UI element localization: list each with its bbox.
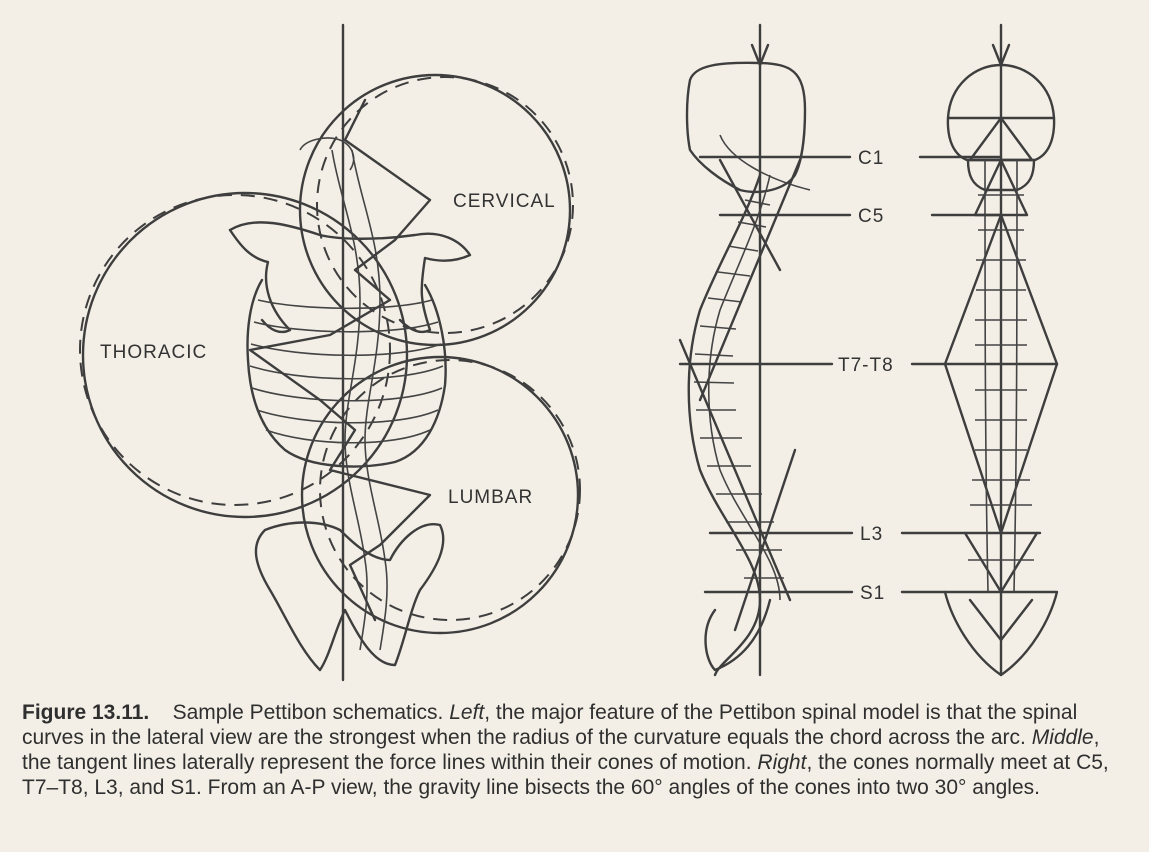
thoracic-circle (81, 191, 409, 519)
label-c5: C5 (858, 206, 884, 227)
caption-right: Right (757, 751, 807, 774)
vertebral-column (331, 149, 388, 651)
tangent-line-upper (698, 158, 802, 402)
caption-part4: , the cones normally meet at C5, T7–T8, … (22, 751, 1109, 799)
lumbar-circle (300, 355, 580, 635)
label-s1: S1 (860, 583, 885, 604)
caption-part2: , the major feature of the Pettibon spin… (22, 701, 1078, 749)
caption-figure-number: Figure 13.11. (22, 701, 150, 724)
caption-left: Left (449, 701, 485, 724)
lateral-skull (685, 61, 807, 194)
cervical-dashed-circle (316, 76, 574, 334)
label-c1: C1 (858, 148, 884, 169)
middle-panel-lateral-spine (678, 23, 854, 677)
middle-gravity-arrow (750, 43, 770, 67)
tangent-line-thoracic (678, 338, 792, 602)
lateral-vertebrae (687, 173, 784, 677)
lumbar-dashed-circle (319, 359, 581, 621)
caption-part1: Sample Pettibon schematics. (172, 701, 444, 724)
right-panel-ap-view (900, 23, 1059, 677)
label-thoracic: THORACIC (100, 342, 207, 363)
label-t7t8: T7-T8 (838, 355, 894, 376)
thoracic-dashed-circle (79, 194, 391, 506)
cervical-circle (298, 73, 572, 347)
ap-jaw (966, 158, 1036, 192)
label-cervical: CERVICAL (453, 191, 556, 212)
ap-sacrum-cone (943, 590, 1059, 677)
torso-skeleton (228, 98, 472, 672)
label-lumbar: LUMBAR (448, 487, 533, 508)
pettibon-schematic-figure: CERVICAL THORACIC LUMBAR (79, 23, 1059, 682)
figure-caption: Figure 13.11. Sample Pettibon schematics… (22, 700, 1132, 800)
caption-middle: Middle (1031, 726, 1094, 749)
label-l3: L3 (860, 524, 883, 545)
rib-lines (249, 299, 444, 444)
lateral-sacrum (704, 598, 772, 672)
tangent-line-lumbar (733, 448, 797, 632)
lateral-jaw (719, 134, 811, 191)
level-labels: C1 C5 T7-T8 L3 S1 (838, 148, 894, 604)
caption-part3: , the tangent lines laterally represent … (22, 726, 1100, 774)
left-panel-curvature: CERVICAL THORACIC LUMBAR (79, 23, 581, 682)
ap-sacrum-inner (968, 598, 1034, 642)
